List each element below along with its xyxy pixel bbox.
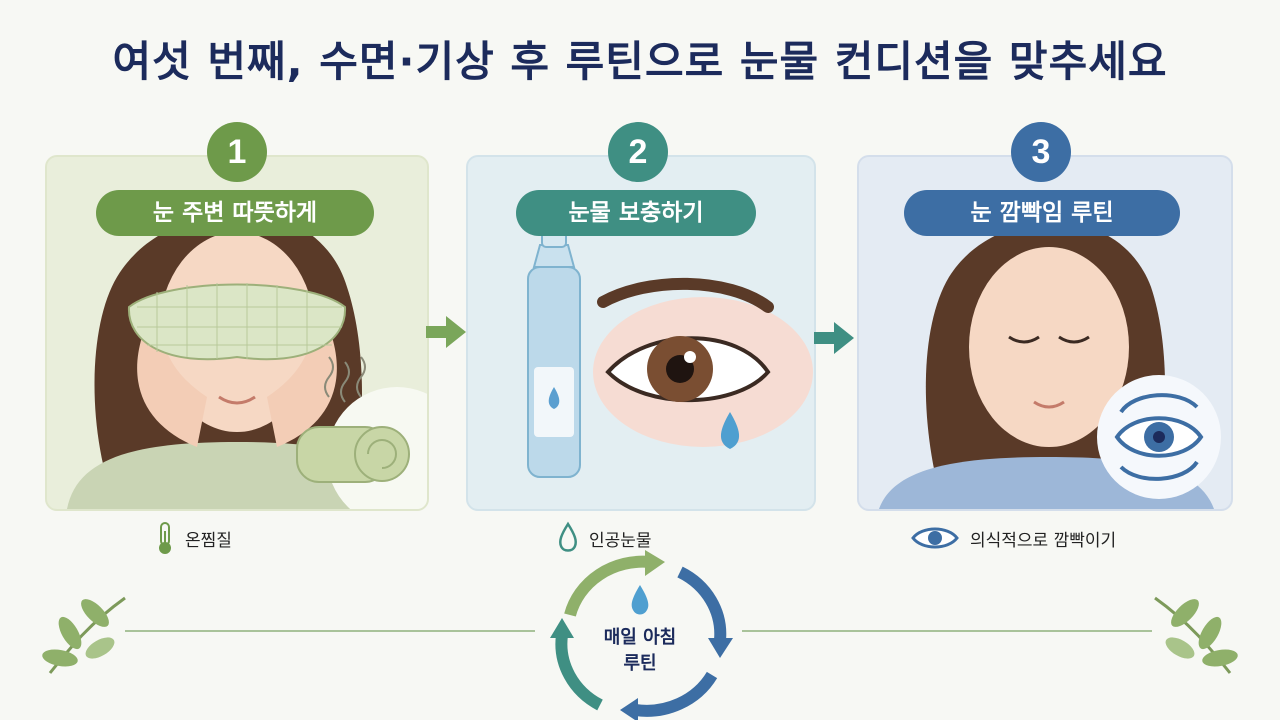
eye-drop-illustration (527, 200, 813, 478)
eye-icon (911, 527, 959, 549)
leaf-branch-icon (42, 596, 126, 674)
step-3-number: 3 (1011, 122, 1071, 182)
divider-left (125, 630, 535, 632)
daily-routine-cycle (550, 550, 733, 720)
cycle-label: 매일 아침 루틴 (565, 625, 715, 677)
warm-compress-illustration (67, 212, 427, 509)
cycle-label-line2: 루틴 (623, 653, 657, 674)
page-title: 여섯 번째, 수면·기상 후 루틴으로 눈물 컨디션을 맞추세요 (112, 37, 1168, 86)
step-1-caption: 온찜질 (155, 520, 232, 556)
blinking-illustration (879, 222, 1221, 509)
arrow-right-icon (426, 316, 466, 348)
leaf-branch-icon (1154, 596, 1238, 674)
water-drop-icon (559, 521, 577, 552)
water-drop-icon (631, 585, 649, 615)
cycle-label-line1: 매일 아침 (603, 627, 677, 648)
step-2-label: 눈물 보충하기 (516, 190, 756, 236)
step-3-caption: 의식적으로 깜빡이기 (910, 520, 1116, 556)
thermometer-icon (159, 522, 171, 554)
step-3-label: 눈 깜빡임 루틴 (904, 190, 1180, 236)
step-1-label: 눈 주변 따뜻하게 (96, 190, 374, 236)
step-2-number: 2 (608, 122, 668, 182)
step-3-caption-text: 의식적으로 깜빡이기 (970, 530, 1117, 551)
step-2-caption: 인공눈물 (557, 520, 652, 556)
step-1-caption-text: 온찜질 (185, 530, 232, 551)
step-1-number: 1 (207, 122, 267, 182)
arrow-right-icon (814, 322, 854, 354)
step-2-caption-text: 인공눈물 (589, 530, 652, 551)
divider-right (742, 630, 1152, 632)
